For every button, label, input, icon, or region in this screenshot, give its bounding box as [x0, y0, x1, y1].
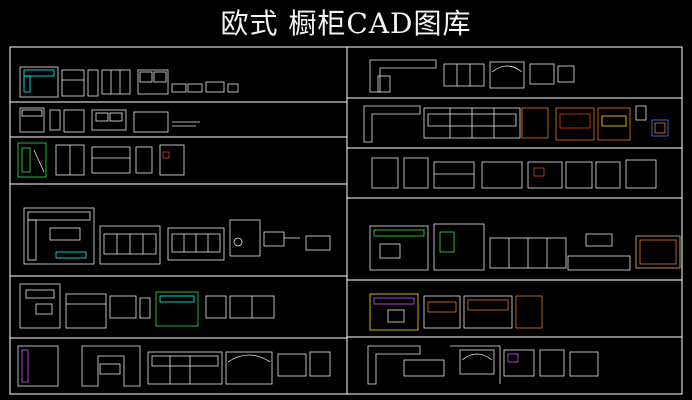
cabinet-set-12 [367, 345, 599, 385]
cabinet-set-6 [17, 345, 331, 387]
cabinet-set-9 [371, 157, 657, 189]
cabinet-set-11 [369, 293, 543, 331]
cabinet-set-7 [369, 59, 575, 93]
cabinet-set-10 [369, 223, 681, 271]
cabinet-set-1 [19, 66, 239, 98]
cabinet-set-2 [19, 107, 200, 133]
cabinet-set-5 [19, 283, 275, 329]
cabinet-set-4 [23, 207, 331, 265]
cabinet-set-8 [363, 105, 669, 143]
sheet-frame [9, 46, 683, 395]
left-row-separators [10, 101, 347, 339]
cabinet-set-3 [17, 142, 185, 178]
page-title: 欧式 橱柜CAD图库 [220, 7, 472, 40]
right-row-separators [347, 97, 682, 338]
